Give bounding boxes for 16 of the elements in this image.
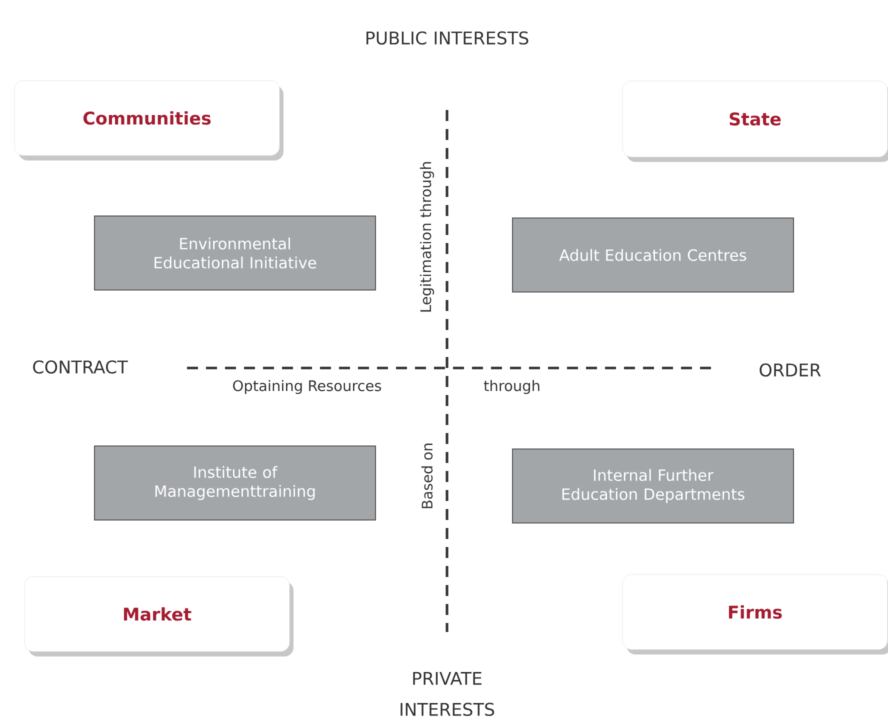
- category-box: State: [622, 80, 888, 162]
- axis-label: PRIVATE INTERESTS: [400, 672, 494, 716]
- axis-label: PUBLIC INTERESTS: [366, 31, 528, 45]
- axis-caption: Optaining Resources: [233, 380, 382, 394]
- organisation-box: Internal Further Education Departments: [512, 448, 794, 524]
- category-box: Communities: [14, 80, 284, 160]
- organisation-box: Adult Education Centres: [512, 218, 794, 292]
- axis-caption: through: [484, 380, 540, 394]
- organisation-box: Institute of Managementtraining: [94, 446, 376, 520]
- axis-label: ORDER: [760, 363, 821, 377]
- category-box: Market: [24, 576, 294, 656]
- axis-label: CONTRACT: [33, 360, 128, 374]
- category-box: Firms: [622, 574, 888, 654]
- axis-caption: Legitimation through: [420, 162, 434, 312]
- axis-caption: Based on: [421, 444, 433, 508]
- organisation-box: Environmental Educational Initiative: [94, 216, 376, 290]
